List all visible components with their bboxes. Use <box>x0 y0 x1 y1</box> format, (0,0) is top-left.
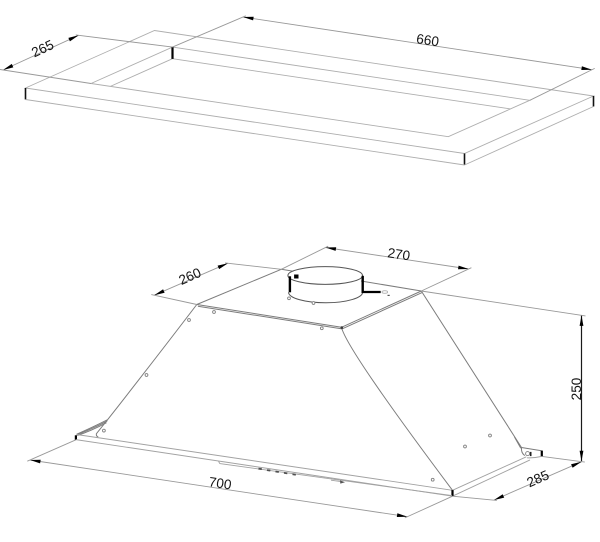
svg-text:700: 700 <box>208 474 233 492</box>
svg-text:250: 250 <box>569 377 584 400</box>
svg-text:660: 660 <box>415 31 440 49</box>
svg-text:270: 270 <box>387 245 412 263</box>
